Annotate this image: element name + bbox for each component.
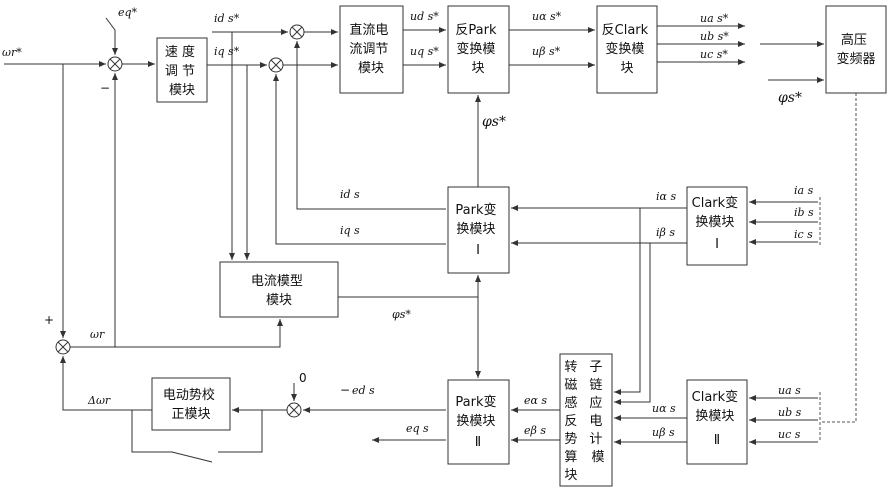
minus-sign-ed: −: [340, 383, 350, 397]
uc-ref-label: uc s*: [700, 48, 728, 61]
inverse-park-label: 反Park 变换模 块: [455, 23, 500, 76]
rotor-flux-emf-label: 转 磁 感 反 势 算 块 子 链 应 电 计 模: [564, 360, 606, 483]
id-feedback-label: id s: [340, 188, 360, 201]
inverse-clark-block: [596, 5, 658, 94]
zero-ref: 0: [299, 371, 307, 385]
clark-transform-1-block: [686, 186, 748, 266]
sum-junction-id: [289, 24, 305, 40]
omega-to-model-line: [70, 319, 283, 348]
ibeta-to-emf-line: [614, 243, 651, 405]
uq-ref-label: uq s*: [410, 45, 439, 58]
switch-path-right: [218, 410, 263, 453]
ua-label: ua s: [778, 384, 801, 397]
park-transform-1-label: Park变 换模块 Ⅰ: [455, 202, 500, 258]
speed-regulator-block: [156, 37, 208, 103]
park-transform-2-block: [447, 379, 510, 465]
ub-ref-label: ub s*: [700, 30, 729, 43]
ubeta-ref-label: uβ s*: [532, 45, 561, 58]
ed-label: ed s: [352, 384, 375, 397]
delta-omega-line: [60, 356, 152, 411]
inverse-park-block: [447, 5, 510, 94]
omega-label: ωr: [90, 328, 105, 341]
switch-path-left: [131, 410, 213, 463]
eq-ref-label: eq*: [118, 6, 138, 19]
ub-label: ub s: [778, 406, 802, 419]
eq-label: eq s: [406, 422, 429, 435]
id-ref-label: id s*: [214, 12, 240, 25]
ealpha-label: eα s: [524, 394, 547, 407]
ialpha-label: iα s: [656, 190, 676, 203]
eq-ref-line: [105, 17, 118, 55]
ua-ref-label: ua s*: [700, 12, 729, 25]
omega-ref-label: ωr*: [2, 46, 22, 59]
ib-label: ib s: [794, 206, 814, 219]
hv-inverter-label: 高压 变频器: [836, 32, 875, 67]
emf-correction-block: [151, 377, 231, 431]
ibeta-label: iβ s: [656, 226, 675, 239]
ud-ref-label: ud s*: [410, 10, 439, 23]
dc-current-regulator-block: [339, 5, 404, 94]
delta-omega-label: Δωr: [87, 394, 111, 407]
clark-transform-2-label: Clark变 换模块 Ⅱ: [692, 389, 743, 448]
uc-label: uc s: [778, 428, 801, 441]
current-model-label: 电流模型 模块: [251, 274, 307, 308]
emf-correction-label: 电动势校 正模块: [163, 387, 219, 422]
ebeta-label: eβ s: [524, 424, 546, 437]
iq-feedback-label: iq s: [340, 224, 360, 237]
speed-regulator-label: 速 度 调 节 模块: [165, 44, 199, 98]
minus-sign-speed: −: [100, 81, 110, 95]
ialpha-to-emf-line: [614, 208, 641, 395]
phi-to-park1-line: [338, 275, 481, 298]
inverse-clark-label: 反Clark 变换模 块: [602, 23, 653, 76]
ualpha-label: uα s: [652, 402, 676, 415]
clark-transform-1-label: Clark变 换模块 Ⅰ: [692, 195, 743, 252]
sum-junction-emf: [286, 402, 302, 418]
phi-ref-label-up: φs*: [482, 114, 506, 130]
sum-junction-speed: [107, 56, 123, 72]
rotor-flux-emf-block: [559, 353, 613, 487]
dc-current-regulator-label: 直流电 流调节 模块: [349, 23, 392, 76]
ubeta-label: uβ s: [652, 426, 675, 439]
park-transform-1-block: [447, 186, 510, 274]
iq-ref-label: iq s*: [214, 45, 240, 58]
ualpha-ref-label: uα s*: [532, 10, 562, 23]
plus-sign: +: [44, 313, 54, 327]
hv-inverter-block: [825, 5, 887, 94]
current-model-block: [219, 261, 339, 318]
id-feedback-line: [294, 41, 446, 210]
inverter-dashed-link: [820, 93, 857, 423]
sum-junction-iq: [268, 57, 284, 73]
phi-ref-label-inverter: φs*: [778, 90, 802, 106]
iq-feedback-line: [273, 74, 446, 245]
ia-label: ia s: [794, 184, 814, 197]
park-transform-2-label: Park变 换模块 Ⅱ: [455, 394, 500, 450]
clark-transform-2-block: [686, 379, 748, 465]
sum-junction-omega: [55, 339, 71, 355]
ic-label: ic s: [794, 228, 813, 241]
phi-model-label: φs*: [392, 308, 411, 321]
